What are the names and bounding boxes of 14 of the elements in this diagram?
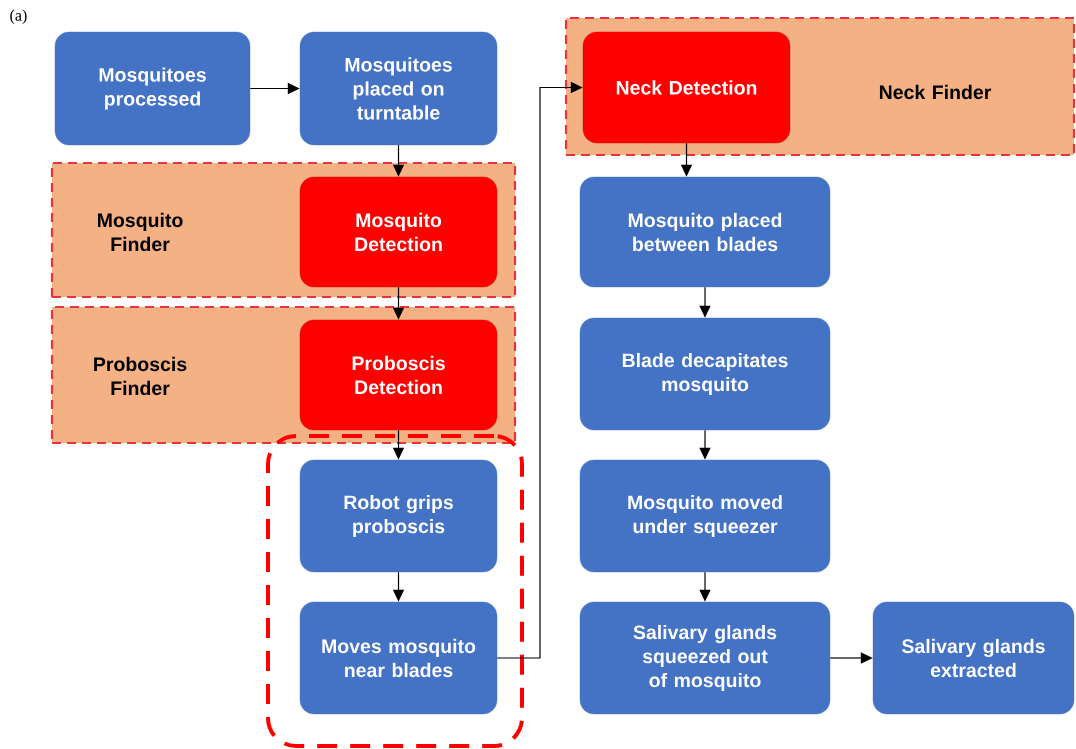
process-box: Robot grips proboscis <box>299 459 498 573</box>
process-box: Mosquitoes processed <box>54 31 251 146</box>
process-box: Moves mosquito near blades <box>299 601 498 715</box>
detection-box: Proboscis Detection <box>299 319 498 431</box>
process-box: Mosquito moved under squeezer <box>579 459 831 573</box>
panel-label: (a) <box>10 9 27 25</box>
process-box: Salivary glands extracted <box>872 601 1075 715</box>
process-box: Blade decapitates mosquito <box>579 317 831 431</box>
process-box: Salivary glands squeezed out of mosquito <box>579 601 831 715</box>
detection-box: Neck Detection <box>582 31 791 144</box>
process-box: Mosquito placed between blades <box>579 176 831 288</box>
process-box: Mosquitoes placed on turntable <box>299 31 498 146</box>
detection-box: Mosquito Detection <box>299 176 498 288</box>
group-outline <box>266 434 524 748</box>
